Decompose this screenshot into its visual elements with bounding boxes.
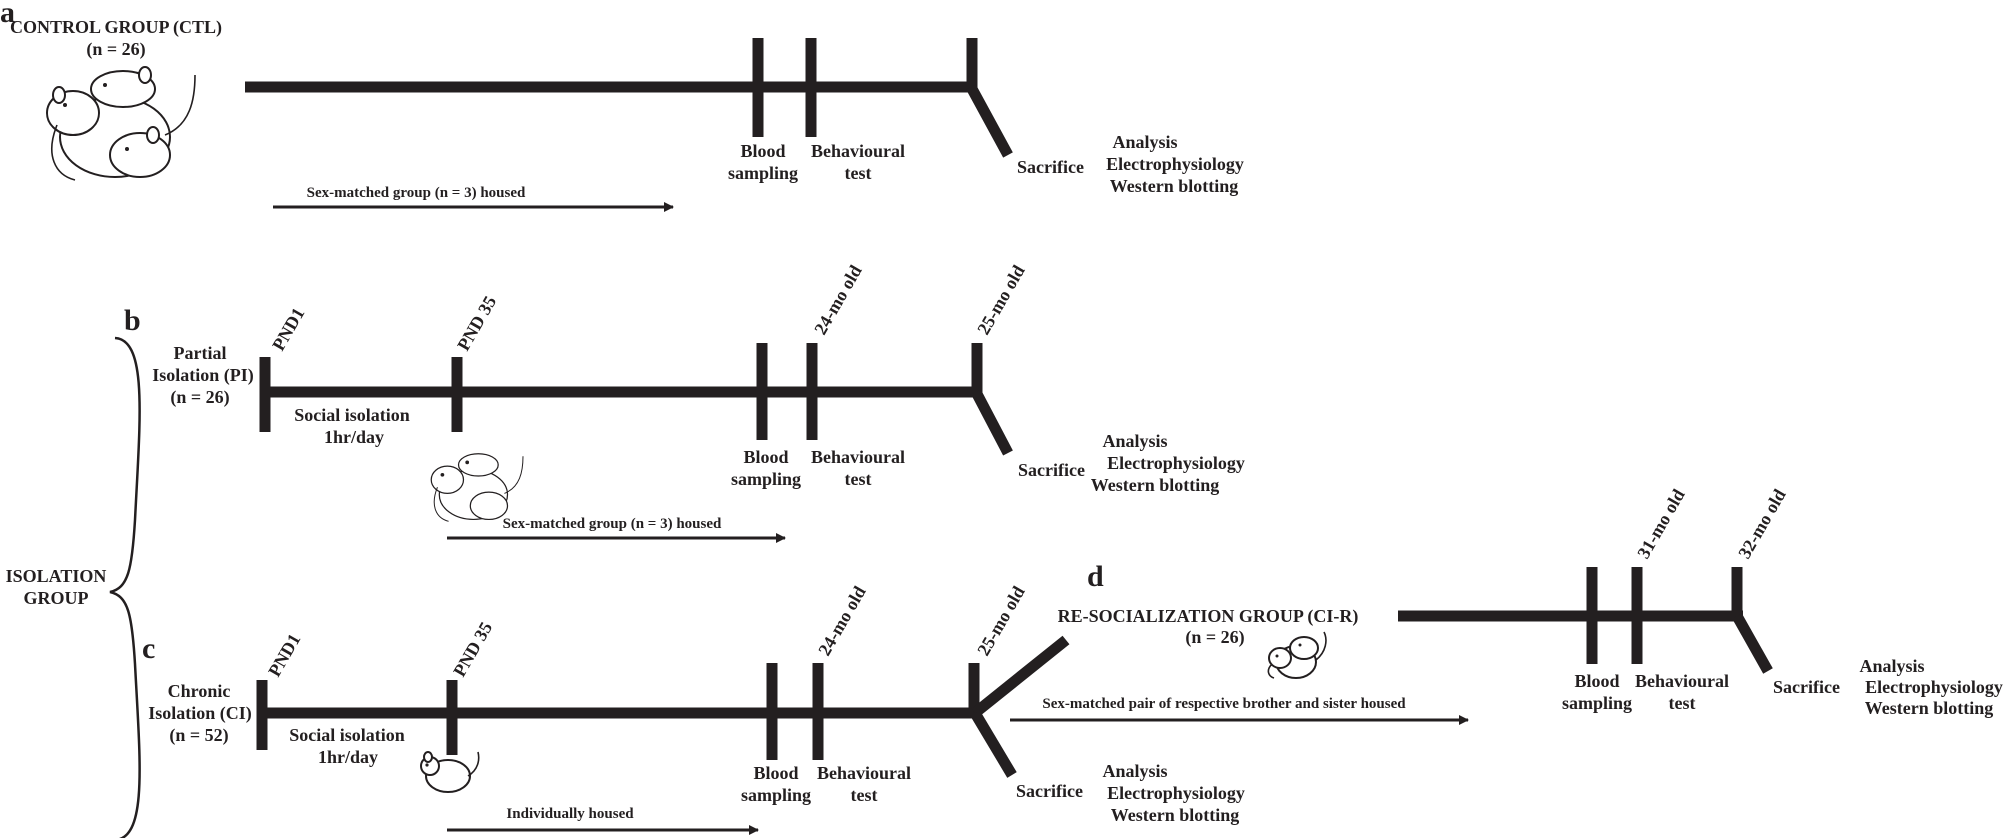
chronic-electrophysiology: Electrophysiology: [1107, 783, 1245, 803]
chronic-pnd35: PND 35: [449, 618, 496, 680]
chronic-age24: 24-mo old: [814, 583, 870, 659]
chronic-behaviour-line2: test: [851, 785, 878, 805]
chronic-pnd1: PND1: [264, 630, 304, 680]
partial-electrophysiology: Electrophysiology: [1107, 453, 1245, 473]
chronic-social-line2: 1hr/day: [318, 747, 378, 767]
resocial-electrophysiology: Electrophysiology: [1865, 677, 2003, 697]
partial-age24: 24-mo old: [810, 262, 866, 338]
resocial-sacrifice: Sacrifice: [1773, 677, 1840, 697]
resocial-blood-line1: Blood: [1574, 671, 1619, 691]
partial-western-blotting: Western blotting: [1091, 475, 1220, 495]
partial-behaviour-line2: test: [845, 469, 872, 489]
mouse-pair-icon: [1267, 631, 1327, 679]
control-electrophysiology: Electrophysiology: [1106, 154, 1244, 174]
partial-pnd1: PND1: [268, 304, 308, 354]
resocial-blood-line2: sampling: [1562, 693, 1632, 713]
chronic-social-line1: Social isolation: [289, 725, 405, 745]
resocial-age32: 32-mo old: [1734, 486, 1790, 562]
partial-blood-line2: sampling: [731, 469, 801, 489]
control-n: (n = 26): [86, 39, 145, 60]
panel-letter-b: b: [124, 304, 141, 337]
isolation-group-line2: GROUP: [24, 588, 89, 608]
panel-b-partial-isolation: b Partial Isolation (PI) (n = 26) PND1 P…: [124, 262, 1245, 543]
resocial-title: RE-SOCIALIZATION GROUP (CI-R): [1058, 606, 1359, 627]
panel-letter-a: a: [0, 0, 15, 29]
chronic-behaviour-line1: Behavioural: [817, 763, 911, 783]
isolation-group-line1: ISOLATION: [6, 566, 107, 586]
partial-sacrifice: Sacrifice: [1018, 460, 1085, 480]
resocial-sacrifice-branch: [1732, 613, 1773, 674]
resocial-analysis: Analysis: [1859, 656, 1924, 676]
partial-name-line2: Isolation (PI): [152, 365, 254, 386]
control-behaviour-line2: test: [845, 163, 872, 183]
chronic-resocialization-branch: [971, 635, 1070, 718]
partial-blood-line1: Blood: [743, 447, 788, 467]
isolation-group: ISOLATION GROUP: [6, 336, 141, 838]
panel-letter-d: d: [1087, 560, 1104, 593]
partial-behaviour-line1: Behavioural: [811, 447, 905, 467]
resocial-n: (n = 26): [1185, 627, 1244, 648]
single-mouse-icon: [420, 751, 480, 793]
chronic-blood-line2: sampling: [741, 785, 811, 805]
partial-age25: 25-mo old: [973, 262, 1029, 338]
chronic-sacrifice: Sacrifice: [1016, 781, 1083, 801]
partial-social-line2: 1hr/day: [324, 427, 384, 447]
control-sacrifice: Sacrifice: [1017, 157, 1084, 177]
mouse-group-icon: [430, 453, 524, 522]
panel-d-resocialization: d RE-SOCIALIZATION GROUP (CI-R) (n = 26)…: [1010, 486, 2003, 725]
control-sacrifice-branch: [966, 84, 1013, 158]
chronic-sacrifice-branch: [970, 710, 1017, 778]
control-blood-line1: Blood: [740, 141, 785, 161]
control-analysis: Analysis: [1112, 132, 1177, 152]
chronic-name-line3: (n = 52): [169, 725, 228, 746]
chronic-name-line1: Chronic: [168, 681, 231, 701]
mouse-group-icon: [46, 66, 196, 181]
chronic-blood-line1: Blood: [753, 763, 798, 783]
curly-brace-icon: [109, 336, 141, 838]
panel-a-control: a CONTROL GROUP (CTL) (n = 26) Blood sam…: [0, 0, 1244, 212]
partial-sacrifice-branch: [971, 389, 1013, 456]
control-blood-line2: sampling: [728, 163, 798, 183]
chronic-name-line2: Isolation (CI): [148, 703, 252, 724]
partial-name-line1: Partial: [174, 343, 227, 363]
chronic-age25: 25-mo old: [973, 583, 1029, 659]
control-western-blotting: Western blotting: [1110, 176, 1239, 196]
chronic-western-blotting: Western blotting: [1111, 805, 1240, 825]
control-housing-label: Sex-matched group (n = 3) housed: [307, 185, 526, 201]
chronic-analysis: Analysis: [1102, 761, 1167, 781]
control-behaviour-line1: Behavioural: [811, 141, 905, 161]
resocial-age31: 31-mo old: [1633, 486, 1689, 562]
partial-name-line3: (n = 26): [170, 387, 229, 408]
partial-analysis: Analysis: [1102, 431, 1167, 451]
resocial-behaviour-line1: Behavioural: [1635, 671, 1729, 691]
partial-social-line1: Social isolation: [294, 405, 410, 425]
resocial-behaviour-line2: test: [1669, 693, 1696, 713]
chronic-housing-label: Individually housed: [506, 806, 634, 822]
partial-housing-label: Sex-matched group (n = 3) housed: [503, 516, 722, 532]
partial-pnd35: PND 35: [453, 292, 500, 354]
panel-letter-c: c: [142, 632, 155, 665]
control-title: CONTROL GROUP (CTL): [10, 17, 222, 38]
resocial-western-blotting: Western blotting: [1865, 698, 1994, 718]
resocial-housing-label: Sex-matched pair of respective brother a…: [1042, 696, 1406, 712]
